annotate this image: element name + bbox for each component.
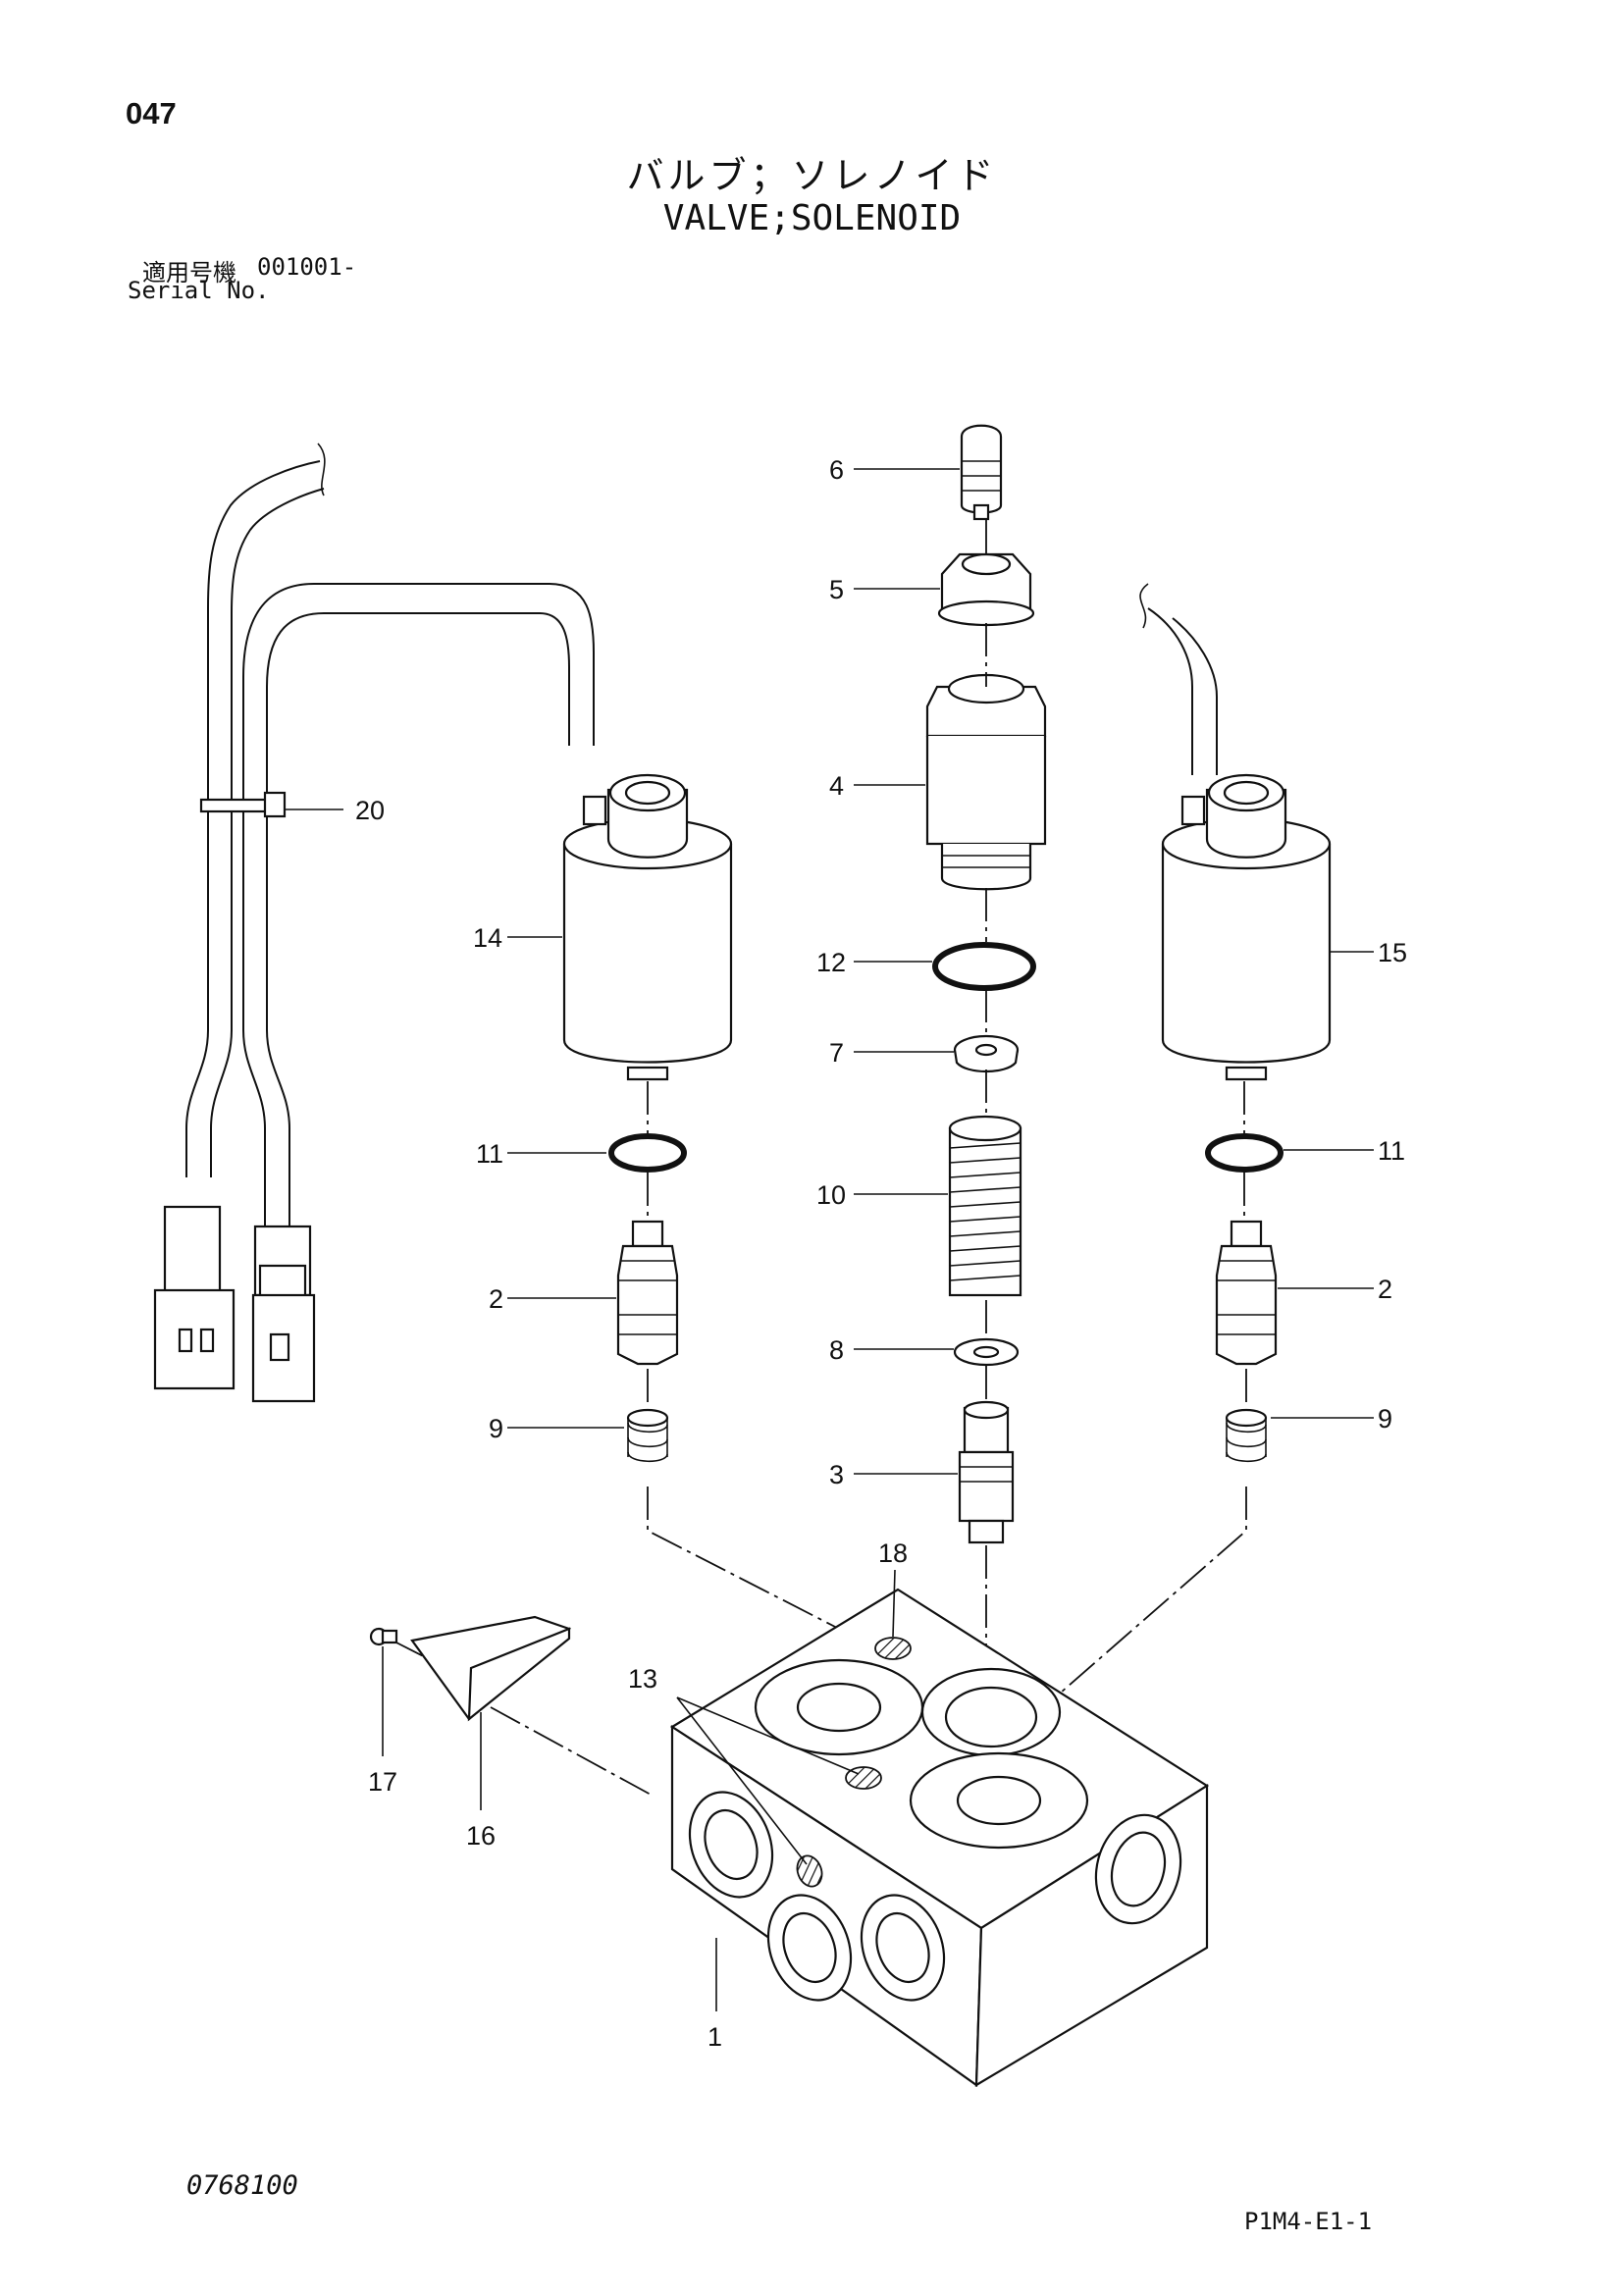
callout-11-right: 11 (1378, 1136, 1405, 1166)
callout-3: 3 (829, 1460, 844, 1489)
document-code: 0768100 (186, 2170, 298, 2201)
callout-7: 7 (829, 1038, 844, 1068)
callout-11-left: 11 (476, 1139, 503, 1169)
right-valve-stack (1205, 1133, 1283, 1463)
callout-leaders (285, 468, 1374, 2011)
solenoid-15 (1139, 583, 1332, 1081)
valve-block (669, 1588, 1210, 2088)
callout-14: 14 (473, 923, 502, 953)
callout-16: 16 (466, 1821, 496, 1851)
center-valve-stack (925, 424, 1047, 1544)
assembly-center-lines (392, 520, 1247, 1797)
callout-18: 18 (878, 1539, 908, 1568)
callout-5: 5 (829, 575, 844, 604)
callout-12: 12 (816, 948, 846, 977)
serial-label-japanese: 適用号機 (142, 259, 236, 287)
callout-17: 17 (368, 1767, 397, 1797)
callout-9-left: 9 (489, 1414, 503, 1443)
left-valve-stack (608, 1133, 687, 1463)
wire-harness (153, 443, 595, 1403)
callout-20: 20 (355, 796, 385, 825)
title-japanese: バルブ；ソレノイド (626, 154, 998, 197)
callout-1: 1 (707, 2022, 722, 2052)
callout-10: 10 (816, 1180, 846, 1210)
callout-13: 13 (628, 1664, 657, 1694)
serial-range: 001001- (257, 253, 357, 281)
page-code: P1M4-E1-1 (1244, 2208, 1373, 2235)
callout-2-right: 2 (1378, 1275, 1392, 1304)
serial-label-english: Serial No. (128, 277, 270, 304)
solenoid-14 (562, 773, 733, 1081)
callout-4: 4 (829, 771, 844, 801)
callout-8: 8 (829, 1335, 844, 1365)
callout-15: 15 (1378, 938, 1407, 967)
callout-6: 6 (829, 455, 844, 485)
page-number: 047 (126, 96, 177, 130)
name-plate-and-screw (369, 1615, 572, 1722)
callout-9-right: 9 (1378, 1404, 1392, 1434)
title-english: VALVE;SOLENOID (662, 198, 962, 238)
callout-2-left: 2 (489, 1284, 503, 1314)
